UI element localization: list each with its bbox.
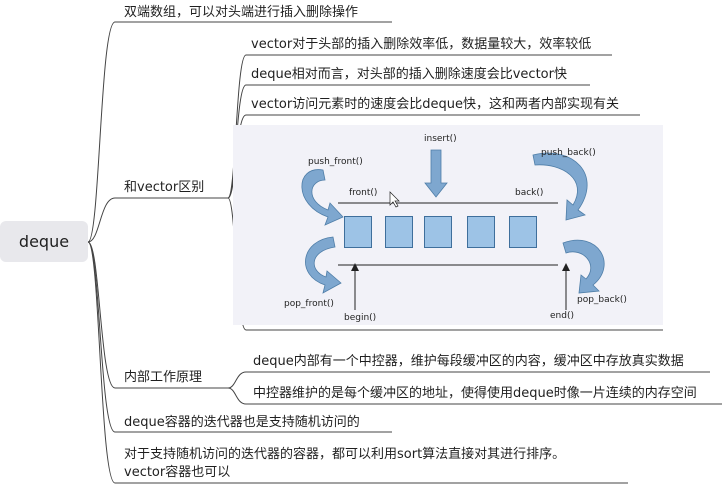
vs-vector-item-1[interactable]: vector对于头部的插入删除效率低，数据量较大，效率较低 (251, 37, 592, 52)
branch-iterator[interactable]: deque容器的迭代器也是支持随机访问的 (124, 415, 360, 430)
internal-item-1[interactable]: deque内部有一个中控器，维护每段缓冲区的内容，缓冲区中存放真实数据 (253, 354, 684, 369)
deque-diagram-image: push_front() insert() push_back() front(… (233, 125, 663, 325)
branch-sort-line-2: vector容器也可以 (124, 465, 231, 480)
buffer-cell-1 (344, 216, 372, 248)
branch-double-ended-array[interactable]: 双端数组，可以对头端进行插入删除操作 (124, 5, 359, 20)
buffer-cell-3 (424, 216, 452, 248)
root-node[interactable]: deque (0, 221, 88, 262)
vs-vector-item-2[interactable]: deque相对而言，对头部的插入删除速度会比vector快 (251, 67, 567, 82)
label-front: front() (349, 188, 378, 198)
pop-front-arrow-icon (305, 236, 342, 294)
label-begin: begin() (344, 313, 377, 323)
push-back-arrow-icon (532, 152, 588, 221)
label-pop-back: pop_back() (577, 295, 627, 305)
label-push-front: push_front() (308, 157, 363, 167)
label-end: end() (550, 311, 574, 321)
buffer-cell-5 (509, 216, 537, 248)
label-pop-front: pop_front() (284, 299, 334, 309)
mouse-cursor-icon (389, 191, 400, 208)
insert-arrow-icon (424, 149, 448, 198)
pop-back-arrow-icon (562, 239, 605, 294)
buffer-cell-2 (385, 216, 413, 248)
branch-sort-line-1[interactable]: 对于支持随机访问的迭代器的容器，都可以利用sort算法直接对其进行排序。 (124, 447, 566, 462)
label-push-back: push_back() (541, 148, 596, 158)
internal-item-2[interactable]: 中控器维护的是每个缓冲区的地址，使得使用deque时像一片连续的内存空间 (253, 386, 697, 401)
branch-vs-vector[interactable]: 和vector区别 (124, 180, 205, 195)
deque-diagram-arrows (301, 149, 605, 310)
root-label: deque (18, 232, 70, 251)
branch-internal-principle[interactable]: 内部工作原理 (124, 370, 203, 385)
label-back: back() (515, 188, 544, 198)
buffer-cell-4 (467, 216, 495, 248)
label-insert: insert() (424, 134, 457, 144)
push-front-arrow-icon (301, 169, 344, 226)
vs-vector-item-3[interactable]: vector访问元素时的速度会比deque快，这和两者内部实现有关 (251, 97, 619, 112)
